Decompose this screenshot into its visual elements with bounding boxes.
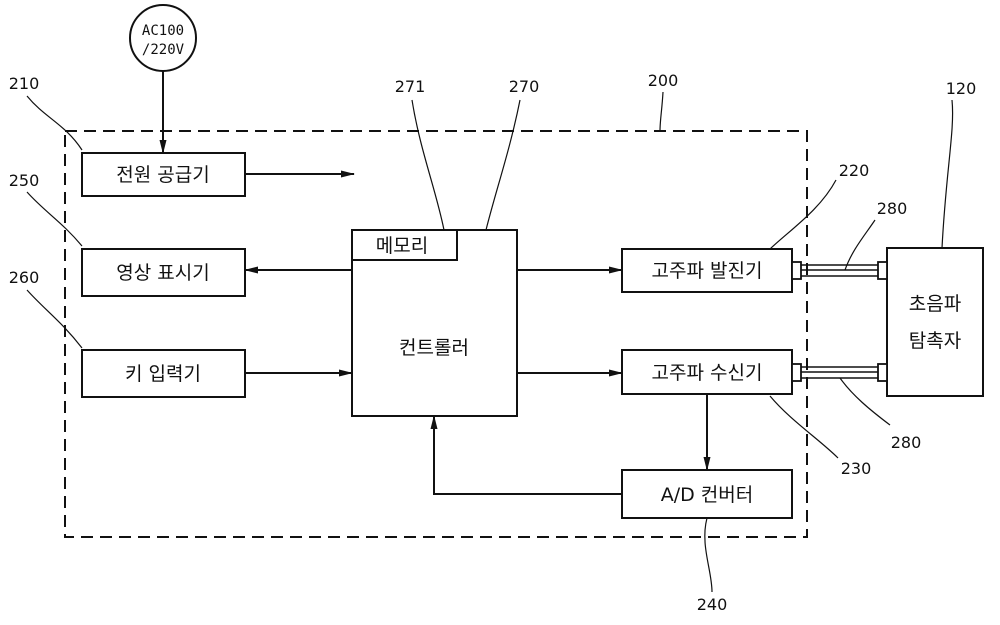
ref-200: 200 xyxy=(648,71,679,90)
ref-250: 250 xyxy=(9,171,40,190)
probe-label-line1: 초음파 xyxy=(909,293,961,315)
leader-280-top xyxy=(845,220,875,270)
receiver-label: 고주파 수신기 xyxy=(652,362,763,384)
ref-210: 210 xyxy=(9,74,40,93)
leader-230 xyxy=(770,396,838,458)
ac-source-line2: /220V xyxy=(142,42,185,58)
memory-label: 메모리 xyxy=(376,235,428,257)
leader-280-bottom xyxy=(840,378,890,425)
ac-source-line1: AC100 xyxy=(142,23,184,39)
leader-210 xyxy=(27,96,82,150)
ref-240: 240 xyxy=(697,595,728,614)
ref-120: 120 xyxy=(946,79,977,98)
transmit-cable xyxy=(792,262,887,279)
ref-230: 230 xyxy=(841,459,872,478)
ad-to-controller-arrow xyxy=(434,416,622,494)
controller-block xyxy=(352,230,517,416)
leader-200 xyxy=(660,92,663,131)
power-supply-label: 전원 공급기 xyxy=(116,164,209,186)
ref-280-top: 280 xyxy=(877,199,908,218)
leader-120 xyxy=(942,100,953,248)
ad-converter-label: A/D 컨버터 xyxy=(661,484,754,506)
ref-271: 271 xyxy=(395,77,426,96)
receive-cable xyxy=(792,364,887,381)
leader-250 xyxy=(27,192,82,246)
probe-block xyxy=(887,248,983,396)
ref-270: 270 xyxy=(509,77,540,96)
ref-280-bottom: 280 xyxy=(891,433,922,452)
display-label: 영상 표시기 xyxy=(116,262,209,284)
leader-240 xyxy=(705,518,712,592)
leader-271 xyxy=(412,100,444,230)
probe-label-line2: 탐촉자 xyxy=(909,330,961,352)
key-input-label: 키 입력기 xyxy=(125,363,201,385)
transmitter-label: 고주파 발진기 xyxy=(652,260,763,282)
leader-220 xyxy=(770,180,836,249)
leader-270 xyxy=(486,100,520,230)
leader-260 xyxy=(27,290,82,348)
ref-260: 260 xyxy=(9,268,40,287)
controller-label: 컨트롤러 xyxy=(399,337,469,359)
ref-220: 220 xyxy=(839,161,870,180)
